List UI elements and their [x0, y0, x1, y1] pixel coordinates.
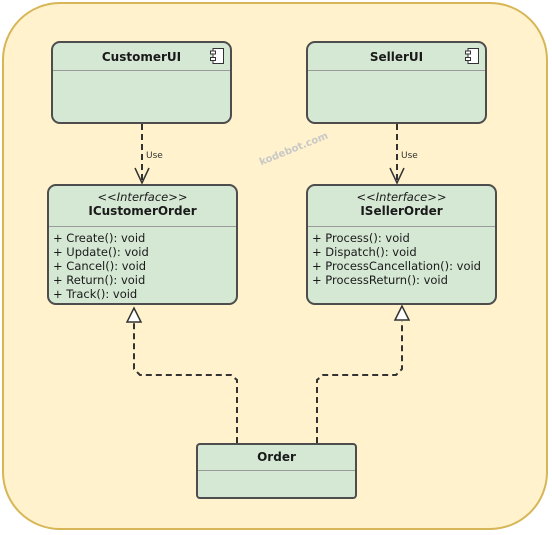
operation: + ProcessCancellation(): void: [312, 259, 481, 273]
icustomerorder-header: <<Interface>> ICustomerOrder: [49, 186, 236, 227]
seller-use-label: Use: [400, 151, 419, 161]
customer-ui-component[interactable]: CustomerUI: [51, 41, 232, 124]
isellerorder-interface[interactable]: <<Interface>> ISellerOrder + Process(): …: [306, 184, 497, 305]
seller-ui-component[interactable]: SellerUI: [306, 41, 487, 124]
component-icon: [210, 48, 224, 64]
operation: + Track(): void: [53, 287, 138, 301]
operation: + Return(): void: [53, 273, 146, 287]
component-icon: [465, 48, 479, 64]
icustomerorder-stereotype: <<Interface>>: [97, 190, 188, 204]
operation: + Cancel(): void: [53, 259, 147, 273]
operation: + Dispatch(): void: [312, 245, 417, 259]
customer-ui-header: CustomerUI: [53, 43, 230, 71]
order-class[interactable]: Order: [196, 443, 357, 499]
icustomerorder-interface[interactable]: <<Interface>> ICustomerOrder + Create():…: [47, 184, 238, 305]
operation: + Create(): void: [53, 231, 146, 245]
isellerorder-operations: + Process(): void + Dispatch(): void + P…: [308, 227, 495, 287]
order-realizes-icustomerorder: [125, 306, 238, 443]
order-realizes-isellerorder: [316, 304, 411, 443]
icustomerorder-operations: + Create(): void + Update(): void + Canc…: [49, 227, 236, 301]
operation: + Update(): void: [53, 245, 149, 259]
isellerorder-header: <<Interface>> ISellerOrder: [308, 186, 495, 227]
isellerorder-name: ISellerOrder: [360, 204, 443, 218]
operation: + Process(): void: [312, 231, 410, 245]
seller-ui-header: SellerUI: [308, 43, 485, 71]
isellerorder-stereotype: <<Interface>>: [356, 190, 447, 204]
operation: + ProcessReturn(): void: [312, 273, 448, 287]
seller-use-dependency: [389, 124, 405, 185]
order-header: Order: [198, 445, 355, 471]
customer-ui-name: CustomerUI: [101, 50, 182, 64]
icustomerorder-name: ICustomerOrder: [88, 204, 197, 218]
order-name: Order: [257, 450, 296, 464]
seller-ui-name: SellerUI: [369, 50, 424, 64]
customer-use-label: Use: [145, 151, 164, 161]
customer-use-dependency: [134, 124, 150, 185]
